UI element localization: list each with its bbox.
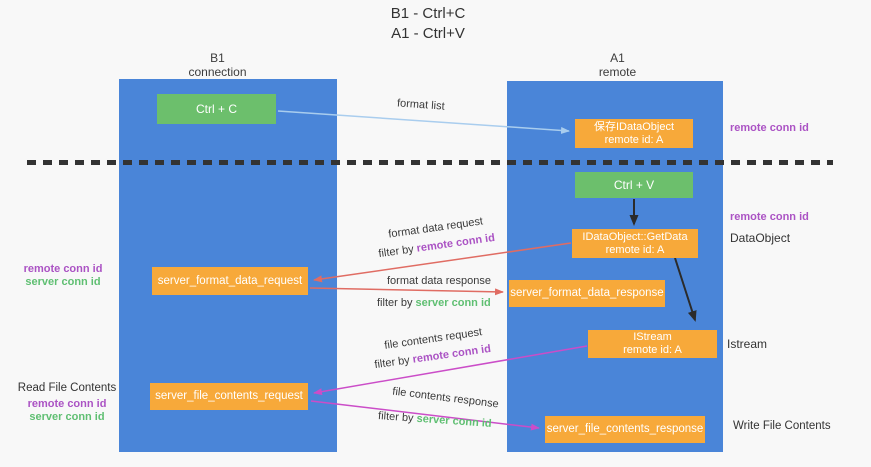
column-a1-name: A1	[610, 51, 625, 65]
column-header-b1: B1 connection	[155, 51, 280, 79]
server-file-contents-response-label: server_file_contents_response	[546, 423, 704, 435]
left-server-conn-id-2: server conn id	[29, 411, 105, 423]
arrow-format-data-response	[309, 287, 504, 296]
istream-line1: IStream	[633, 331, 672, 343]
right-remote-conn-id-top: remote conn id	[730, 122, 809, 134]
filter-by-text: filter by	[377, 243, 415, 261]
copy-paste-divider	[27, 160, 833, 165]
filter-by-text: filter by	[377, 297, 413, 309]
left-remote-conn-id-2: remote conn id	[27, 398, 107, 410]
remote-conn-id-text: remote conn id	[415, 231, 496, 255]
istream-box: IStream remote id: A	[588, 330, 717, 358]
server-file-contents-request-label: server_file_contents_request	[155, 390, 303, 402]
ctrl-c-label: Ctrl + C	[195, 102, 237, 116]
istream-line2: remote id: A	[623, 344, 682, 356]
save-idataobject-line2: remote id: A	[604, 133, 664, 146]
ctrl-v-label: Ctrl + V	[613, 178, 655, 192]
idataobject-getdata-box: IDataObject::GetData remote id: A	[572, 229, 698, 258]
filter-by-text: filter by	[373, 354, 411, 372]
write-file-contents-annotation: Write File Contents	[733, 420, 831, 432]
ctrl-c-box: Ctrl + C	[157, 94, 276, 124]
file-contents-response-filter-label: filter by server conn id	[378, 410, 492, 430]
save-idataobject-line1: 保存IDataObject	[593, 120, 675, 133]
ctrl-v-box: Ctrl + V	[575, 172, 693, 198]
getdata-line1: IDataObject::GetData	[582, 230, 688, 243]
dataobject-annotation: DataObject	[730, 231, 791, 245]
server-conn-id-text: server conn id	[415, 297, 491, 309]
read-file-contents-annotation: Read File Contents remote conn id server…	[16, 382, 118, 424]
server-file-contents-request-box: server_file_contents_request	[150, 383, 308, 410]
filter-by-text: filter by	[377, 410, 414, 425]
istream-annotation: Istream	[727, 337, 768, 351]
save-idataobject-box: 保存IDataObject remote id: A	[575, 119, 693, 148]
left-remote-conn-id: remote conn id	[23, 263, 103, 275]
server-format-data-response-box: server_format_data_response	[509, 280, 665, 307]
file-contents-response-label: file contents response	[391, 385, 500, 411]
format-data-response-label: format data response	[387, 275, 491, 287]
server-format-data-response-label: server_format_data_response	[510, 287, 664, 299]
format-list-label: format list	[396, 97, 446, 113]
left-conn-id-annotation: remote conn id server conn id	[20, 263, 106, 289]
title-line-2: A1 - Ctrl+V	[391, 25, 465, 42]
column-a1-role: remote	[598, 65, 637, 79]
server-format-data-request-label: server_format_data_request	[157, 274, 303, 287]
diagram-title: B1 - Ctrl+C A1 - Ctrl+V	[328, 4, 528, 44]
column-b1-name: B1	[210, 51, 225, 65]
right-remote-conn-id-mid: remote conn id	[730, 211, 809, 223]
read-file-contents-label: Read File Contents	[17, 382, 117, 394]
getdata-line2: remote id: A	[605, 243, 665, 256]
format-data-response-filter-label: filter by server conn id	[377, 297, 491, 309]
column-b1-role: connection	[188, 65, 247, 79]
server-conn-id-text: server conn id	[416, 412, 493, 430]
server-file-contents-response-box: server_file_contents_response	[545, 416, 705, 443]
server-format-data-request-box: server_format_data_request	[152, 267, 308, 295]
column-header-a1: A1 remote	[555, 51, 680, 79]
title-line-1: B1 - Ctrl+C	[390, 5, 466, 22]
left-server-conn-id: server conn id	[25, 276, 101, 288]
